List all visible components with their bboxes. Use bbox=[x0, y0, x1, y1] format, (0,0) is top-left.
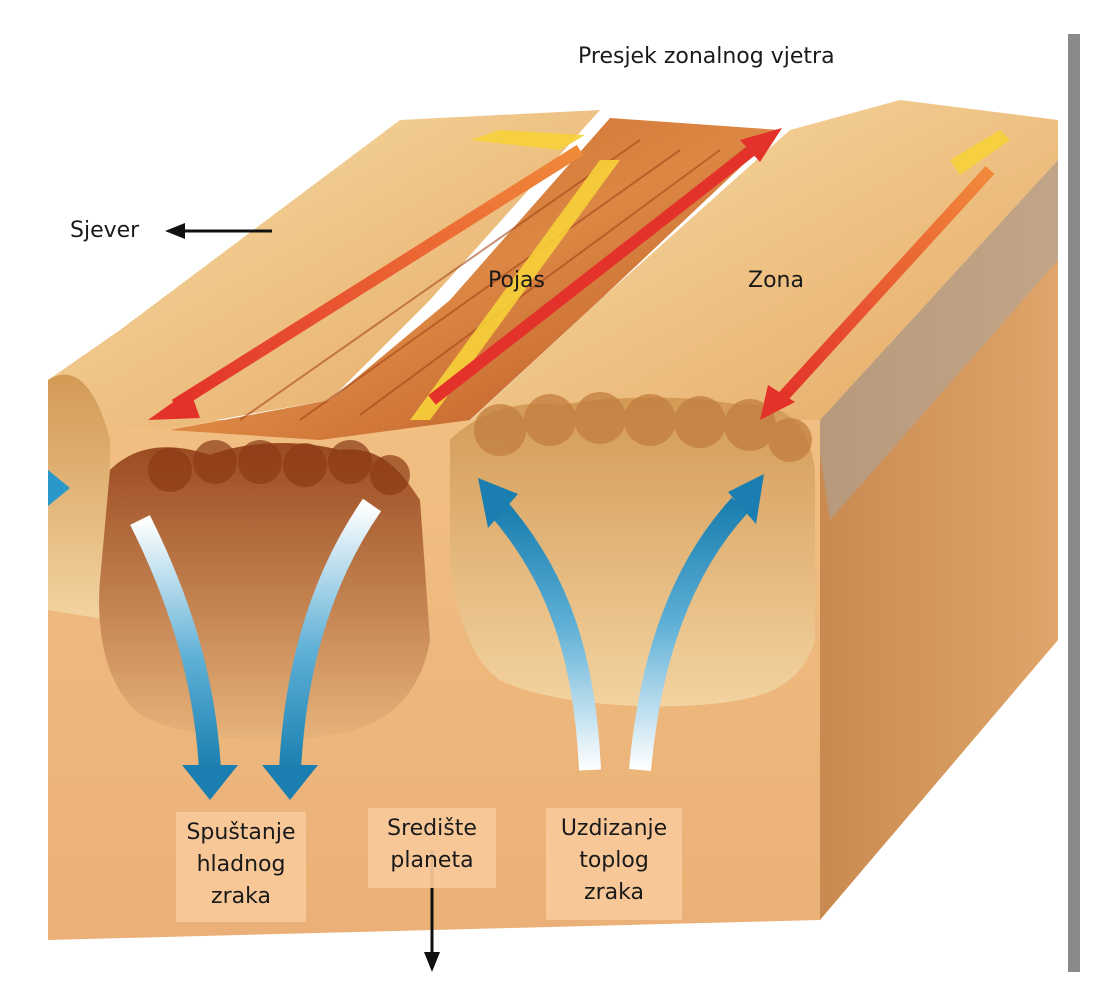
sink-label-line3: zraka bbox=[176, 882, 306, 912]
center-label-line2: planeta bbox=[368, 846, 496, 876]
rise-label-line1: Uzdizanje bbox=[546, 814, 682, 844]
sink-label-line2: hladnog bbox=[176, 850, 306, 880]
diagram-title: Presjek zonalnog vjetra bbox=[578, 42, 835, 72]
sink-label-line1: Spuštanje bbox=[176, 818, 306, 848]
rise-label-line2: toplog bbox=[546, 846, 682, 876]
north-label: Sjever bbox=[70, 216, 139, 246]
zone-label: Zona bbox=[748, 266, 804, 296]
frame-shadow bbox=[1068, 34, 1080, 972]
center-label-line1: Središte bbox=[368, 814, 496, 844]
rise-label-line3: zraka bbox=[546, 878, 682, 908]
belt-label: Pojas bbox=[488, 266, 545, 296]
